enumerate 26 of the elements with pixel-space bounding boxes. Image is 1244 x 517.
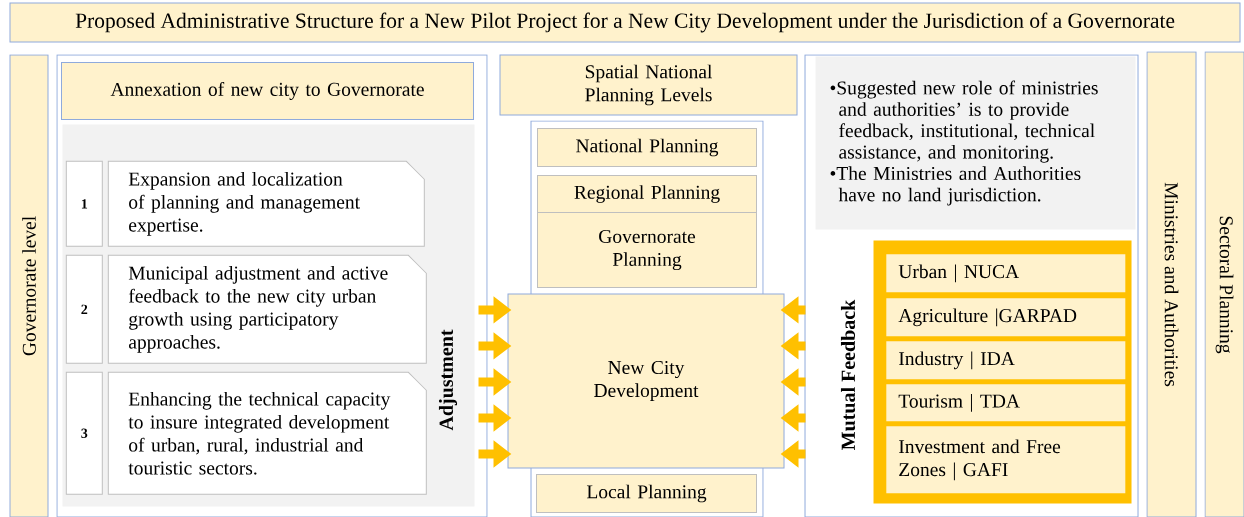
note-box: •Suggested new role of ministries and authorities’ is to provide feedback, institutional, technical assistance, and monitoring. •The Ministries and Authorities have no land jurisdiction. (815, 56, 1136, 230)
sector-box: Investment and Free Zones | GAFI (886, 426, 1126, 494)
development-box: New City Development (507, 293, 785, 469)
side-label: Adjustment (438, 329, 458, 431)
level-band: Ministries and Authorities (1146, 51, 1197, 517)
number-box: 2 (65, 254, 103, 364)
text-card: Enhancing the technical capacity to insure integrated development of urban, rural, industrial and touristic sectors. (107, 371, 427, 495)
title-box: Proposed Administrative Structure for a New Pilot Project for a New City Development under the Jurisdiction of a Governorate (9, 2, 1241, 43)
planning-level-box: Regional Planning (537, 175, 757, 213)
panel-frame (56, 54, 488, 517)
text-card: Expansion and localization of planning and management expertise. (107, 160, 425, 247)
level-band: Governorate level (9, 54, 49, 517)
sector-box: Industry | IDA (886, 341, 1126, 380)
side-label: Mutual Feedback (840, 299, 856, 450)
sector-box: Urban | NUCA (886, 254, 1126, 293)
sector-box: Tourism | TDA (886, 384, 1126, 422)
planning-level-box: National Planning (537, 128, 757, 167)
header-box: Annexation of new city to Governorate (61, 62, 474, 120)
text-card: Municipal adjustment and active feedback to the new city urban growth using participatory approaches. (107, 254, 427, 364)
level-band: Sectoral Planning (1204, 51, 1244, 517)
number-box: 1 (65, 160, 103, 247)
planning-level-box: Local Planning (536, 474, 757, 513)
number-box: 3 (65, 371, 103, 495)
header-box: Spatial National Planning Levels (499, 54, 798, 116)
sector-box: Agriculture |GARPAD (886, 298, 1126, 337)
panel-frame (804, 54, 1139, 517)
